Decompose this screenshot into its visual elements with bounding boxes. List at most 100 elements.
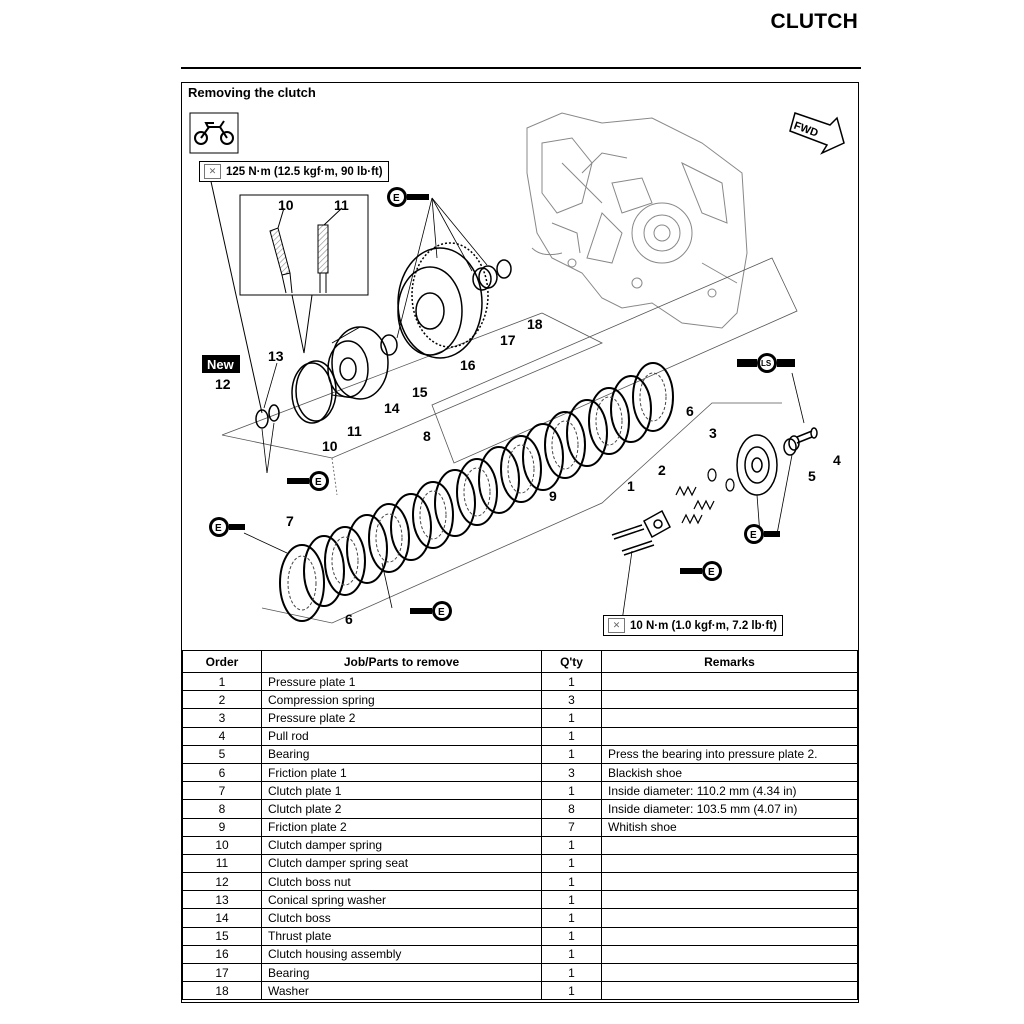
svg-text:1: 1 [627, 478, 635, 494]
compression-springs [675, 468, 735, 525]
cell-order: 14 [182, 908, 262, 928]
table-header-row: Order Job/Parts to remove Q'ty Remarks [182, 650, 858, 673]
svg-text:17: 17 [500, 332, 516, 348]
cell-qty: 1 [541, 671, 602, 692]
cell-qty: 1 [541, 926, 602, 946]
page-title: CLUTCH [770, 10, 858, 33]
cell-qty: 3 [541, 690, 602, 710]
cell-remarks [601, 690, 858, 710]
torque-spec-pressure-plate-bolt: ✕ 10 N·m (1.0 kgf·m, 7.2 lb·ft) [603, 615, 783, 636]
cell-qty: 1 [541, 726, 602, 746]
oil-symbol-icons: E E E E E E [209, 187, 780, 621]
torque-wrench-icon: ✕ [608, 618, 625, 633]
svg-text:10: 10 [322, 438, 338, 454]
cell-job: Bearing [261, 744, 542, 764]
cell-job: Pressure plate 1 [261, 671, 542, 692]
procedure-frame: Removing the clutch [181, 82, 859, 1003]
svg-text:4: 4 [833, 452, 841, 468]
cell-remarks: Blackish shoe [601, 762, 858, 783]
svg-text:5: 5 [808, 468, 816, 484]
cell-qty: 1 [541, 744, 602, 764]
cell-remarks [601, 962, 858, 983]
cell-order: 17 [182, 962, 262, 983]
cell-remarks [601, 853, 858, 874]
svg-text:New: New [207, 357, 235, 372]
cell-order: 10 [182, 835, 262, 855]
spring-detail-inset [239, 194, 369, 354]
svg-text:E: E [215, 523, 222, 534]
cell-remarks: Press the bearing into pressure plate 2. [601, 744, 858, 764]
cell-remarks [601, 671, 858, 692]
pull-rod-and-bearing [783, 427, 818, 456]
cell-order: 2 [182, 690, 262, 710]
cell-order: 15 [182, 926, 262, 946]
cell-remarks: Whitish shoe [601, 817, 858, 837]
damper-spring-rings [291, 360, 337, 424]
cell-job: Friction plate 1 [261, 762, 542, 783]
cell-job: Pressure plate 2 [261, 708, 542, 728]
pressure-plate-1 [611, 509, 671, 556]
exploded-diagram: FWD [189, 112, 845, 627]
cell-order: 1 [182, 671, 262, 692]
cell-qty: 1 [541, 708, 602, 728]
cell-job: Clutch boss nut [261, 872, 542, 892]
parts-removal-table: Order Job/Parts to remove Q'ty Remarks 1… [182, 650, 858, 1001]
cell-job: Thrust plate [261, 926, 542, 946]
cell-job: Clutch plate 2 [261, 799, 542, 819]
header-qty: Q'ty [541, 650, 602, 673]
header-order: Order [182, 650, 262, 673]
cell-remarks [601, 835, 858, 855]
cell-order: 12 [182, 872, 262, 892]
cell-job: Bearing [261, 962, 542, 983]
cell-remarks [601, 981, 858, 1001]
cell-job: Friction plate 2 [261, 817, 542, 837]
svg-text:LS: LS [761, 359, 772, 368]
cell-qty: 1 [541, 781, 602, 801]
cell-order: 7 [182, 781, 262, 801]
svg-text:7: 7 [286, 513, 294, 529]
section-heading: Removing the clutch [188, 85, 316, 100]
torque-value-bottom: 10 N·m (1.0 kgf·m, 7.2 lb·ft) [630, 619, 777, 632]
cell-job: Washer [261, 981, 542, 1001]
svg-text:10: 10 [278, 197, 294, 213]
svg-text:6: 6 [345, 611, 353, 627]
cell-qty: 1 [541, 835, 602, 855]
svg-text:8: 8 [423, 428, 431, 444]
header-job: Job/Parts to remove [261, 650, 542, 673]
svg-text:16: 16 [460, 357, 476, 373]
svg-text:9: 9 [549, 488, 557, 504]
cell-order: 13 [182, 890, 262, 910]
svg-text:E: E [708, 567, 715, 578]
cell-job: Clutch boss [261, 908, 542, 928]
svg-text:14: 14 [384, 400, 400, 416]
svg-text:E: E [750, 530, 757, 541]
clutch-boss [327, 326, 389, 400]
cell-qty: 1 [541, 853, 602, 874]
cell-order: 16 [182, 944, 262, 965]
cell-qty: 1 [541, 908, 602, 928]
svg-text:E: E [315, 477, 322, 488]
cell-job: Pull rod [261, 726, 542, 746]
header-remarks: Remarks [601, 650, 858, 673]
svg-text:E: E [438, 607, 445, 618]
new-part-badge: New [202, 355, 240, 373]
cell-order: 18 [182, 981, 262, 1001]
cell-order: 11 [182, 853, 262, 874]
cell-order: 3 [182, 708, 262, 728]
bearing-and-washer [472, 259, 512, 291]
title-rule [181, 67, 861, 69]
motorcycle-icon [189, 112, 239, 154]
torque-spec-clutch-boss-nut: ✕ 125 N·m (12.5 kgf·m, 90 lb·ft) [199, 161, 389, 182]
cell-job: Clutch damper spring [261, 835, 542, 855]
